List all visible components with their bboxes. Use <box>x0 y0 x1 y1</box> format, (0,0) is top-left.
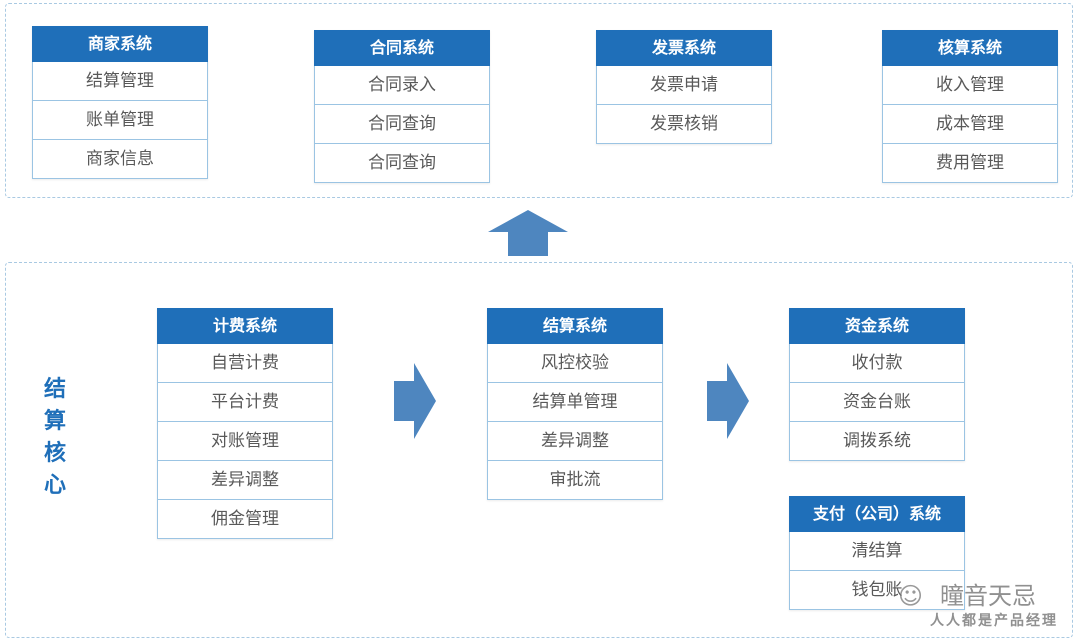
box-title: 发票系统 <box>596 30 772 66</box>
invoice-system-box: 发票系统 发票申请 发票核销 <box>596 30 772 144</box>
box-item: 审批流 <box>487 461 663 500</box>
box-item: 风控校验 <box>487 344 663 383</box>
payment-system-box: 支付（公司）系统 清结算 钱包账 <box>789 496 965 610</box>
right-arrow-icon <box>707 363 749 439</box>
box-item: 资金台账 <box>789 383 965 422</box>
accounting-system-box: 核算系统 收入管理 成本管理 费用管理 <box>882 30 1058 183</box>
settlement-core-label: 结 算 核 心 <box>41 374 69 502</box>
contract-system-box: 合同系统 合同录入 合同查询 合同查询 <box>314 30 490 183</box>
box-item: 收付款 <box>789 344 965 383</box>
box-title: 商家系统 <box>32 26 208 62</box>
core-label-char: 算 <box>43 409 66 434</box>
box-item: 差异调整 <box>487 422 663 461</box>
core-label-char: 核 <box>43 441 66 466</box>
box-item: 清结算 <box>789 532 965 571</box>
box-item: 发票申请 <box>596 66 772 105</box>
box-item: 合同查询 <box>314 144 490 183</box>
box-item: 账单管理 <box>32 101 208 140</box>
box-title: 结算系统 <box>487 308 663 344</box>
box-item: 结算管理 <box>32 62 208 101</box>
box-title: 核算系统 <box>882 30 1058 66</box>
settlement-core-region <box>5 262 1073 638</box>
box-item: 调拨系统 <box>789 422 965 461</box>
upper-systems-region <box>5 3 1073 198</box>
box-title: 合同系统 <box>314 30 490 66</box>
box-title: 计费系统 <box>157 308 333 344</box>
settlement-system-box: 结算系统 风控校验 结算单管理 差异调整 审批流 <box>487 308 663 500</box>
wechat-icon: ☺ <box>898 582 924 610</box>
box-title: 支付（公司）系统 <box>789 496 965 532</box>
box-item: 对账管理 <box>157 422 333 461</box>
box-item: 发票核销 <box>596 105 772 144</box>
watermark: ☺ 曈音天忌 人人都是产品经理 <box>896 576 1066 636</box>
box-item: 佣金管理 <box>157 500 333 539</box>
box-item: 合同查询 <box>314 105 490 144</box>
box-item: 成本管理 <box>882 105 1058 144</box>
box-item: 费用管理 <box>882 144 1058 183</box>
funds-system-box: 资金系统 收付款 资金台账 调拨系统 <box>789 308 965 461</box>
up-arrow-icon <box>488 210 568 256</box>
watermark-author: 曈音天忌 <box>940 582 1036 610</box>
box-item: 钱包账 <box>789 571 965 610</box>
merchant-system-box: 商家系统 结算管理 账单管理 商家信息 <box>32 26 208 179</box>
core-label-char: 结 <box>43 377 66 402</box>
box-item: 商家信息 <box>32 140 208 179</box>
right-arrow-icon <box>394 363 436 439</box>
box-item: 合同录入 <box>314 66 490 105</box>
billing-system-box: 计费系统 自营计费 平台计费 对账管理 差异调整 佣金管理 <box>157 308 333 539</box>
box-title: 资金系统 <box>789 308 965 344</box>
box-item: 收入管理 <box>882 66 1058 105</box>
box-item: 结算单管理 <box>487 383 663 422</box>
box-item: 差异调整 <box>157 461 333 500</box>
box-item: 平台计费 <box>157 383 333 422</box>
box-item: 自营计费 <box>157 344 333 383</box>
core-label-char: 心 <box>43 473 66 498</box>
watermark-site: 人人都是产品经理 <box>930 613 1058 629</box>
